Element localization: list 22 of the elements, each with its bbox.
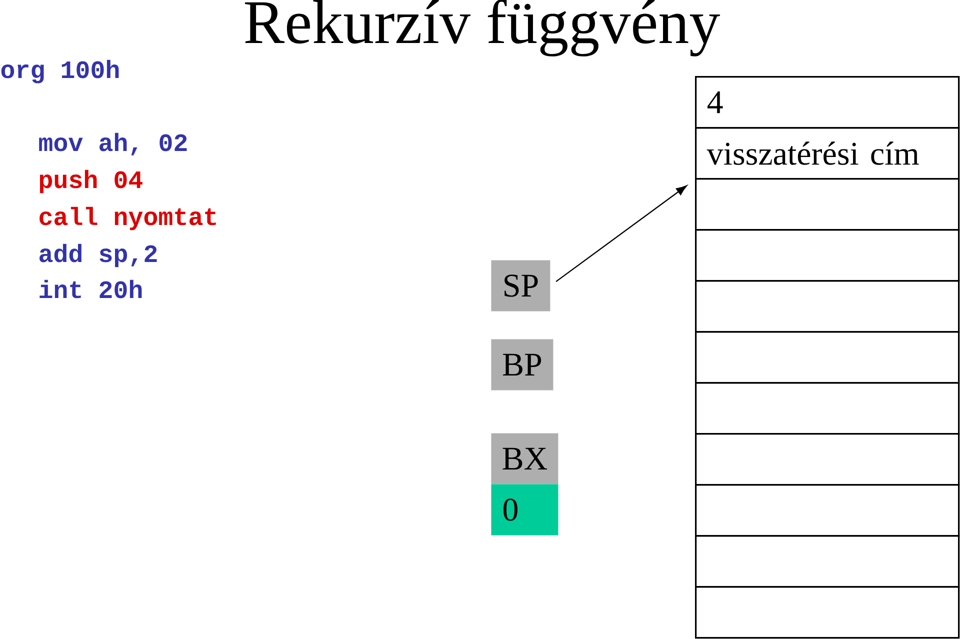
register-box: BP: [491, 339, 554, 390]
stack-cell: [695, 178, 960, 231]
register-box: BX: [491, 433, 558, 484]
code-line: org 100h: [1, 60, 119, 84]
stack-cell: [695, 535, 960, 588]
stack-cell: visszatérési cím: [695, 127, 960, 180]
arrow: [556, 185, 687, 282]
code-line: mov ah, 02: [39, 132, 187, 156]
stack-cell: [695, 433, 960, 486]
stack-cell: [695, 382, 960, 435]
code-line: int 20h: [40, 280, 142, 298]
register-box: SP: [491, 260, 550, 312]
value-box: 0: [491, 484, 558, 536]
stack-cell: [695, 229, 960, 282]
code-line: call nyomtat: [40, 206, 216, 230]
stack-cell: [695, 331, 960, 384]
stack-cell: [695, 280, 960, 333]
stack-cell: [695, 586, 960, 639]
stack-cell: [695, 484, 960, 537]
code-line: add sp,2: [40, 244, 157, 268]
stack-cell: 4: [695, 76, 960, 129]
code-line: push 04: [40, 170, 142, 194]
